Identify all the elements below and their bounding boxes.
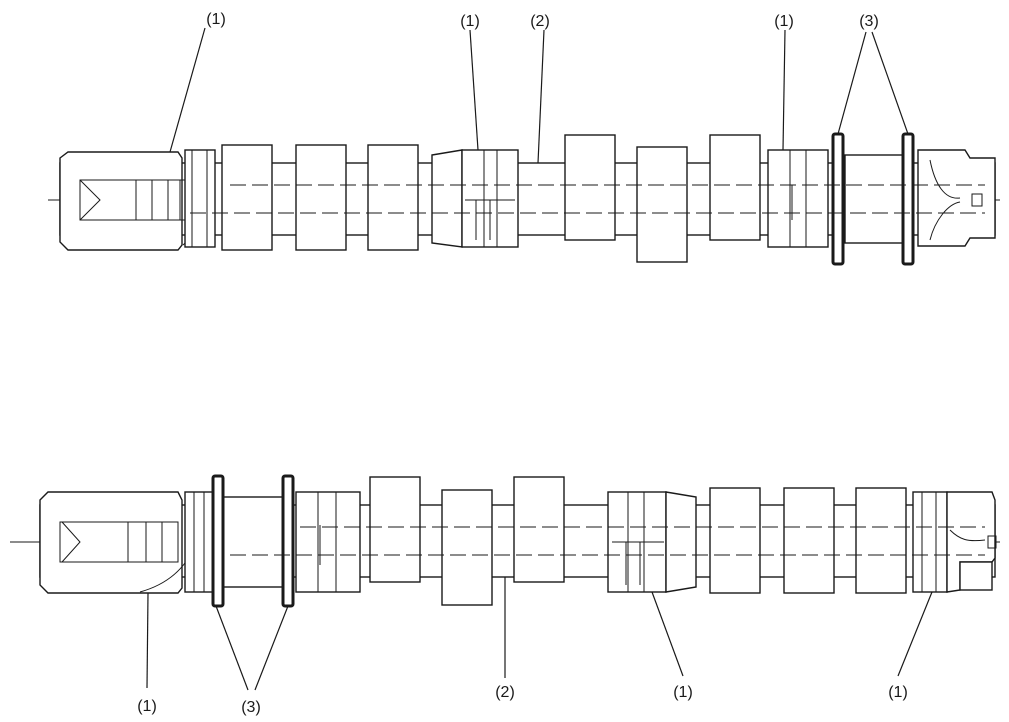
upper-camshaft <box>48 27 1000 266</box>
callout-upper-3: (3) <box>859 13 879 30</box>
lower-journal-3-taper <box>665 491 697 593</box>
upper-journal-1 <box>184 149 216 248</box>
lower-cam-1 <box>369 476 421 583</box>
upper-cam-5 <box>636 146 688 263</box>
lower-ring-1 <box>211 474 225 608</box>
callout-lower-1a: (1) <box>137 698 157 715</box>
upper-journal-3 <box>767 149 829 248</box>
callout-lower-1b: (1) <box>673 684 693 701</box>
lower-thrust-journal <box>222 496 284 588</box>
lower-journal-1 <box>184 491 214 593</box>
lower-journal-2 <box>295 491 361 593</box>
callout-upper-1b: (1) <box>460 13 480 30</box>
lower-camshaft <box>10 474 1000 691</box>
lower-cam-3 <box>513 476 565 583</box>
lower-ring-2 <box>281 474 295 608</box>
upper-cam-3 <box>367 144 419 251</box>
callout-upper-1a: (1) <box>206 11 226 28</box>
upper-ring-2 <box>901 132 915 266</box>
callout-lower-3: (3) <box>241 699 261 716</box>
upper-thrust-journal <box>844 154 904 244</box>
callout-lower-1c: (1) <box>888 684 908 701</box>
callout-upper-2: (2) <box>530 13 550 30</box>
upper-cam-1 <box>221 144 273 251</box>
upper-nose <box>59 151 183 251</box>
upper-cam-4 <box>564 134 616 241</box>
lower-right-stub <box>959 561 993 591</box>
lower-journal-4 <box>912 491 948 593</box>
callout-upper-1c: (1) <box>774 13 794 30</box>
upper-ring-1 <box>831 132 845 266</box>
upper-cam-6 <box>709 134 761 241</box>
lower-cam-2 <box>441 489 493 606</box>
upper-cam-2 <box>295 144 347 251</box>
lower-cam-5 <box>783 487 835 594</box>
upper-journal-2-taper <box>431 149 463 248</box>
lower-cam-6 <box>855 487 907 594</box>
lower-nose <box>39 491 183 594</box>
callout-lower-2: (2) <box>495 684 515 701</box>
lower-cam-4 <box>709 487 761 594</box>
